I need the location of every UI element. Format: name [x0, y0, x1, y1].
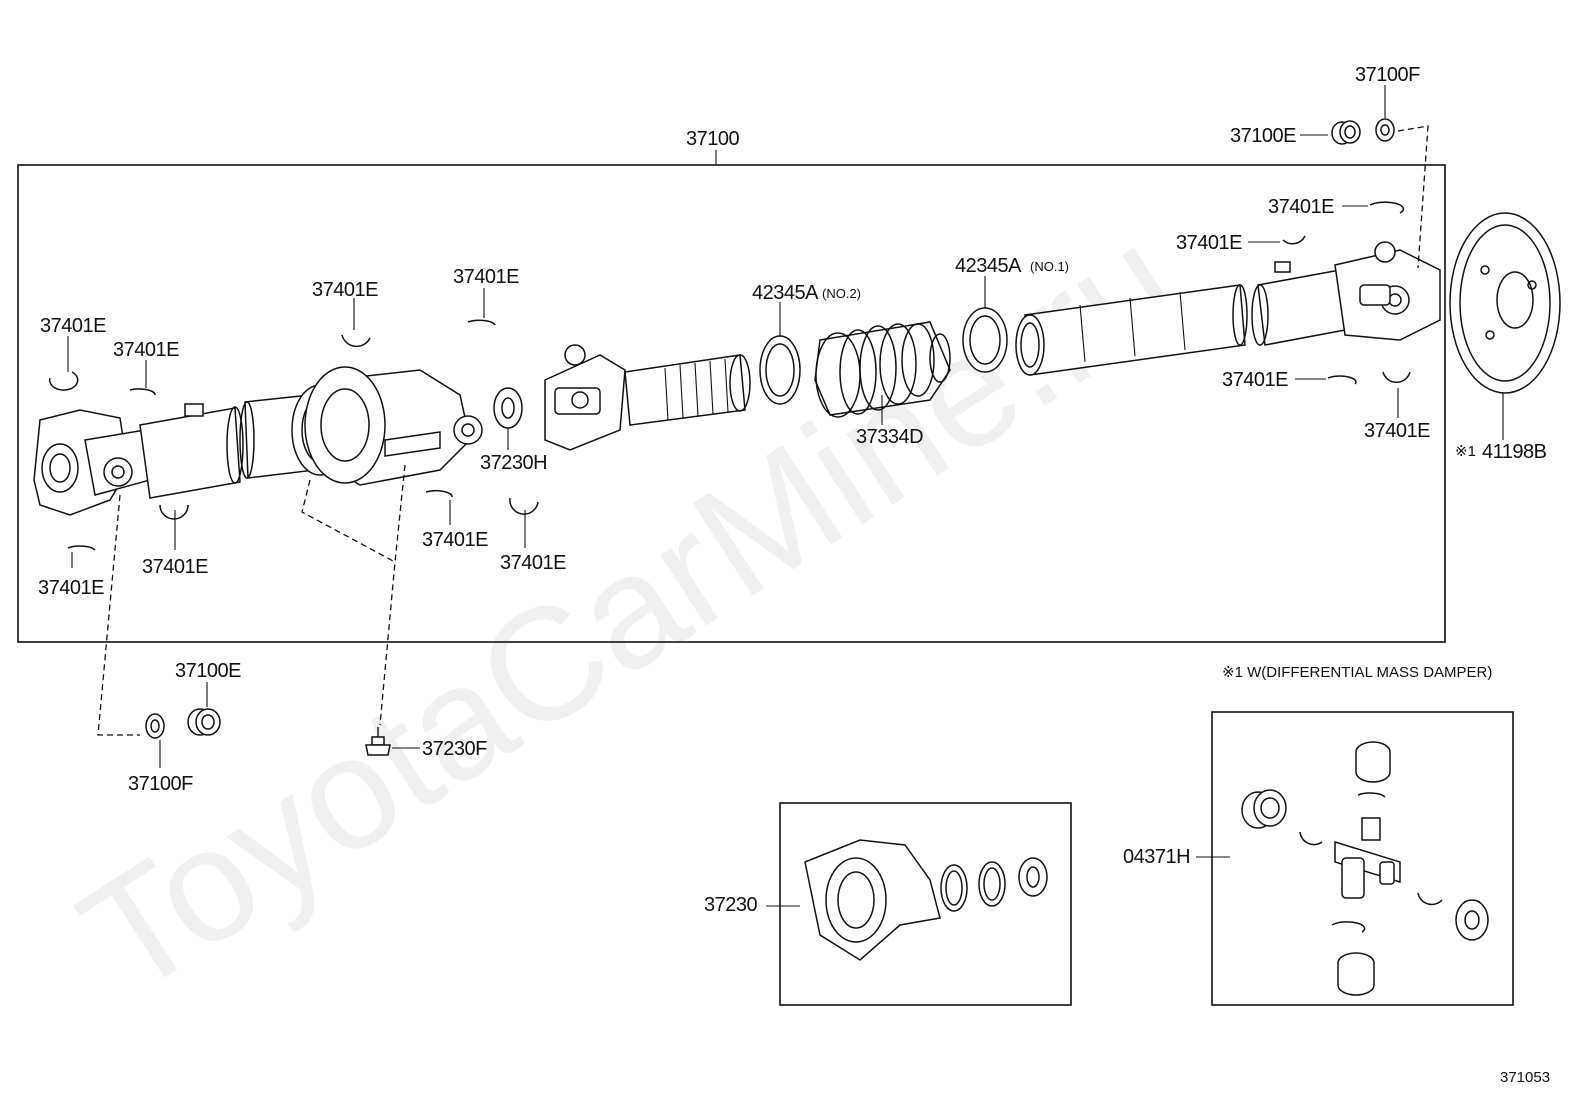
label-mass-damper-prefix: ※1 — [1455, 443, 1476, 460]
boot-clamp-no2-part[interactable] — [759, 335, 801, 405]
rear-slip-tube[interactable] — [1015, 284, 1248, 376]
front-universal-joint[interactable] — [33, 403, 244, 516]
label-37401E-m3[interactable]: 37401E — [422, 529, 489, 551]
bearing-seal-part[interactable] — [493, 387, 523, 429]
label-37100F-top[interactable]: 37100F — [1355, 64, 1421, 86]
label-37401E-r3[interactable]: 37401E — [1222, 369, 1289, 391]
label-37401E-m2[interactable]: 37401E — [312, 279, 379, 301]
label-37401E-m1[interactable]: 37401E — [453, 266, 520, 288]
label-37230F[interactable]: 37230F — [422, 738, 488, 760]
mass-damper-note: ※1 W(DIFFERENTIAL MASS DAMPER) — [1222, 664, 1492, 681]
label-37100E-top[interactable]: 37100E — [1230, 125, 1297, 147]
label-37401E-m4[interactable]: 37401E — [500, 552, 567, 574]
rear-universal-joint[interactable] — [1251, 241, 1441, 346]
label-37401E-l3[interactable]: 37401E — [142, 556, 209, 578]
mass-damper-part[interactable] — [1449, 212, 1561, 394]
label-37230[interactable]: 37230 — [704, 894, 758, 916]
boot-clamp-no1-part[interactable] — [962, 307, 1008, 373]
label-41198B[interactable]: 41198B — [1482, 441, 1547, 463]
label-04371H[interactable]: 04371H — [1123, 846, 1191, 868]
label-42345A-no1[interactable]: 42345A — [955, 255, 1023, 277]
label-37401E-r4[interactable]: 37401E — [1364, 420, 1431, 442]
leader-lines — [67, 85, 1504, 568]
snap-rings[interactable] — [48, 201, 1411, 551]
inset-spider-kit — [1211, 711, 1514, 1006]
label-no1: (NO.1) — [1030, 259, 1069, 274]
label-37230H[interactable]: 37230H — [480, 452, 548, 474]
top-washer-nut-parts[interactable] — [1331, 118, 1395, 145]
label-37100E-bottom[interactable]: 37100E — [175, 660, 242, 682]
bottom-washer-nut-parts[interactable] — [145, 708, 221, 739]
middle-yoke-spline[interactable] — [544, 344, 751, 451]
label-37100F-bottom[interactable]: 37100F — [128, 773, 194, 795]
assembly-frame — [17, 164, 1446, 643]
dashed-reference-lines — [97, 125, 1429, 736]
label-42345A-no2[interactable]: 42345A — [752, 282, 820, 304]
label-37401E-r1[interactable]: 37401E — [1268, 196, 1335, 218]
label-37100[interactable]: 37100 — [686, 128, 740, 150]
bearing-bolt-part[interactable] — [365, 727, 391, 756]
inset-spider-kit-parts[interactable] — [1241, 741, 1489, 996]
label-no2: (NO.2) — [822, 286, 861, 301]
label-37334D[interactable]: 37334D — [856, 426, 924, 448]
label-37401E-l2[interactable]: 37401E — [113, 339, 180, 361]
label-37401E-r2[interactable]: 37401E — [1176, 232, 1243, 254]
boot-part[interactable] — [814, 321, 951, 418]
label-37401E-l4[interactable]: 37401E — [38, 577, 105, 599]
inset-center-bearing-parts[interactable] — [804, 839, 1048, 961]
front-shaft-center-bearing[interactable] — [239, 366, 483, 486]
inset-center-bearing — [779, 802, 1072, 1006]
label-37401E-l1[interactable]: 37401E — [40, 315, 107, 337]
diagram-id: 371053 — [1500, 1069, 1550, 1086]
